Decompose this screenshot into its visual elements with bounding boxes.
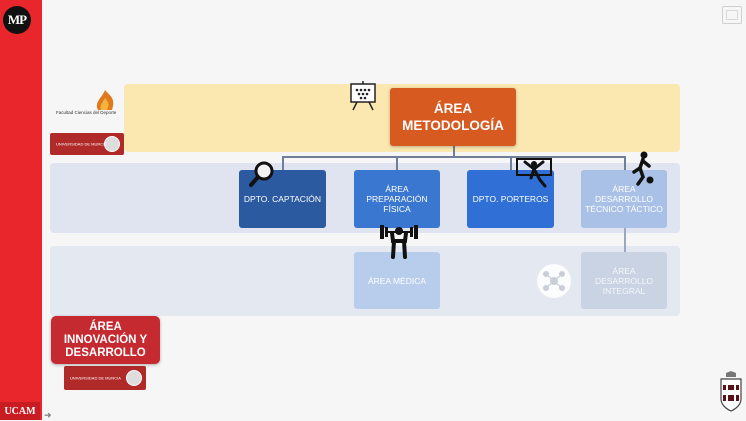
sidebar-red-bar bbox=[0, 0, 42, 420]
university-badge-bottom: UNIVERSIDAD DE MURCIA bbox=[64, 366, 146, 390]
university-label: UNIVERSIDAD DE MURCIA bbox=[56, 141, 107, 147]
connector-main-down bbox=[453, 146, 455, 157]
connector-integral bbox=[624, 228, 626, 252]
prep-line1: ÁREA bbox=[385, 184, 409, 194]
goalkeeper-icon bbox=[516, 158, 552, 188]
university-seal-bottom-icon bbox=[126, 370, 142, 386]
fullscreen-icon[interactable] bbox=[722, 6, 742, 24]
university-label-bottom: UNIVERSIDAD DE MURCIA bbox=[70, 375, 121, 381]
ucam-logo: UCAM bbox=[0, 402, 40, 420]
integral-line3: INTEGRAL bbox=[602, 285, 646, 296]
integral-line2: DESARROLLO bbox=[594, 275, 654, 286]
desarrollo-line1: ÁREA bbox=[612, 184, 636, 194]
university-badge: UNIVERSIDAD DE MURCIA bbox=[50, 133, 124, 155]
innov-line3: DESARROLLO bbox=[65, 346, 146, 359]
area-metodologia-box: ÁREA METODOLOGÍA bbox=[390, 88, 516, 146]
connector-porteros bbox=[510, 156, 512, 170]
main-line2: METODOLOGÍA bbox=[402, 118, 504, 133]
innov-line1: ÁREA bbox=[89, 320, 122, 333]
next-slide-arrow-icon[interactable]: ➜ bbox=[44, 410, 52, 420]
weightlifter-icon bbox=[380, 225, 418, 259]
faculty-flame-icon bbox=[96, 90, 114, 110]
magnifier-icon bbox=[249, 161, 274, 187]
faculty-logo: Facultad Ciencias del Deporte bbox=[52, 88, 122, 126]
prep-line3: FÍSICA bbox=[383, 204, 411, 214]
main-line1: ÁREA bbox=[433, 101, 473, 116]
prep-line2: PREPARACIÓN bbox=[366, 194, 428, 204]
mp-logo: MP bbox=[3, 6, 31, 34]
brain-network-icon bbox=[537, 264, 571, 298]
desarrollo-line3: TÉCNICO TÁCTICO bbox=[585, 204, 663, 214]
club-crest-icon bbox=[720, 371, 742, 412]
connector-horizontal bbox=[282, 156, 625, 158]
integral-line1: ÁREA bbox=[612, 265, 636, 276]
desarrollo-line2: DESARROLLO bbox=[594, 194, 654, 204]
connector-preparacion bbox=[396, 156, 398, 170]
area-medica-box: ÁREA MÉDICA bbox=[354, 252, 440, 309]
university-seal-icon bbox=[104, 136, 120, 152]
football-player-icon bbox=[632, 151, 654, 186]
innov-line2: INNOVACIÓN Y bbox=[63, 333, 148, 346]
connector-desarrollo bbox=[624, 156, 626, 170]
connector-captacion bbox=[282, 156, 284, 170]
faculty-name: Facultad Ciencias del Deporte bbox=[56, 110, 117, 115]
presentation-board-icon bbox=[350, 81, 376, 111]
